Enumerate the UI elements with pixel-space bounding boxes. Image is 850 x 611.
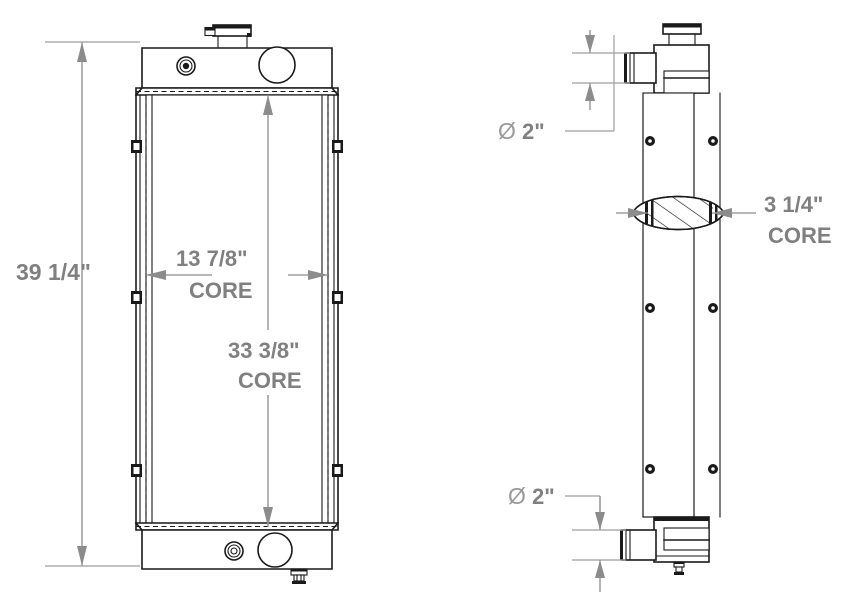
outlet-diameter-label: 2" [532, 484, 555, 509]
dimension-core-thickness: 3 1/4" CORE [616, 192, 832, 248]
dimension-core-width: 13 7/8" CORE [146, 246, 328, 303]
core-width-note: CORE [189, 278, 253, 303]
core-width-label: 13 7/8" [176, 246, 248, 271]
side-view-fasteners [645, 136, 718, 474]
front-view-core [131, 94, 343, 524]
side-view-outlet-tube [620, 529, 657, 561]
core-height-label: 33 3/8" [228, 338, 300, 363]
inlet-diameter-label: 2" [522, 119, 545, 144]
core-thickness-label: 3 1/4" [764, 192, 823, 217]
dimension-outlet-diameter-bottom: Ø 2" [508, 483, 626, 592]
side-view-top-tank [624, 44, 710, 94]
core-thickness-note: CORE [768, 223, 832, 248]
dimension-inlet-diameter-top: Ø 2" [498, 30, 630, 144]
side-view-body [642, 92, 721, 518]
side-view-top-cap [662, 23, 702, 46]
core-height-note: CORE [238, 368, 302, 393]
front-view-bottom-tank [134, 521, 340, 584]
side-view-drain-petcock [673, 561, 685, 575]
inlet-diameter-symbol: Ø [498, 118, 516, 144]
overall-height-label: 39 1/4" [16, 259, 91, 285]
side-view-inlet-tube [624, 52, 657, 84]
front-view-filler-neck [204, 24, 252, 49]
dimension-overall-height: 39 1/4" [16, 41, 140, 567]
front-view-top-tank [134, 46, 340, 97]
outlet-diameter-symbol: Ø [508, 483, 526, 509]
dimension-core-height: 33 3/8" CORE [228, 95, 302, 527]
front-view-drain-petcock [290, 568, 308, 584]
side-view [620, 23, 725, 575]
front-view [131, 24, 343, 584]
side-view-bottom-tank [620, 516, 710, 575]
